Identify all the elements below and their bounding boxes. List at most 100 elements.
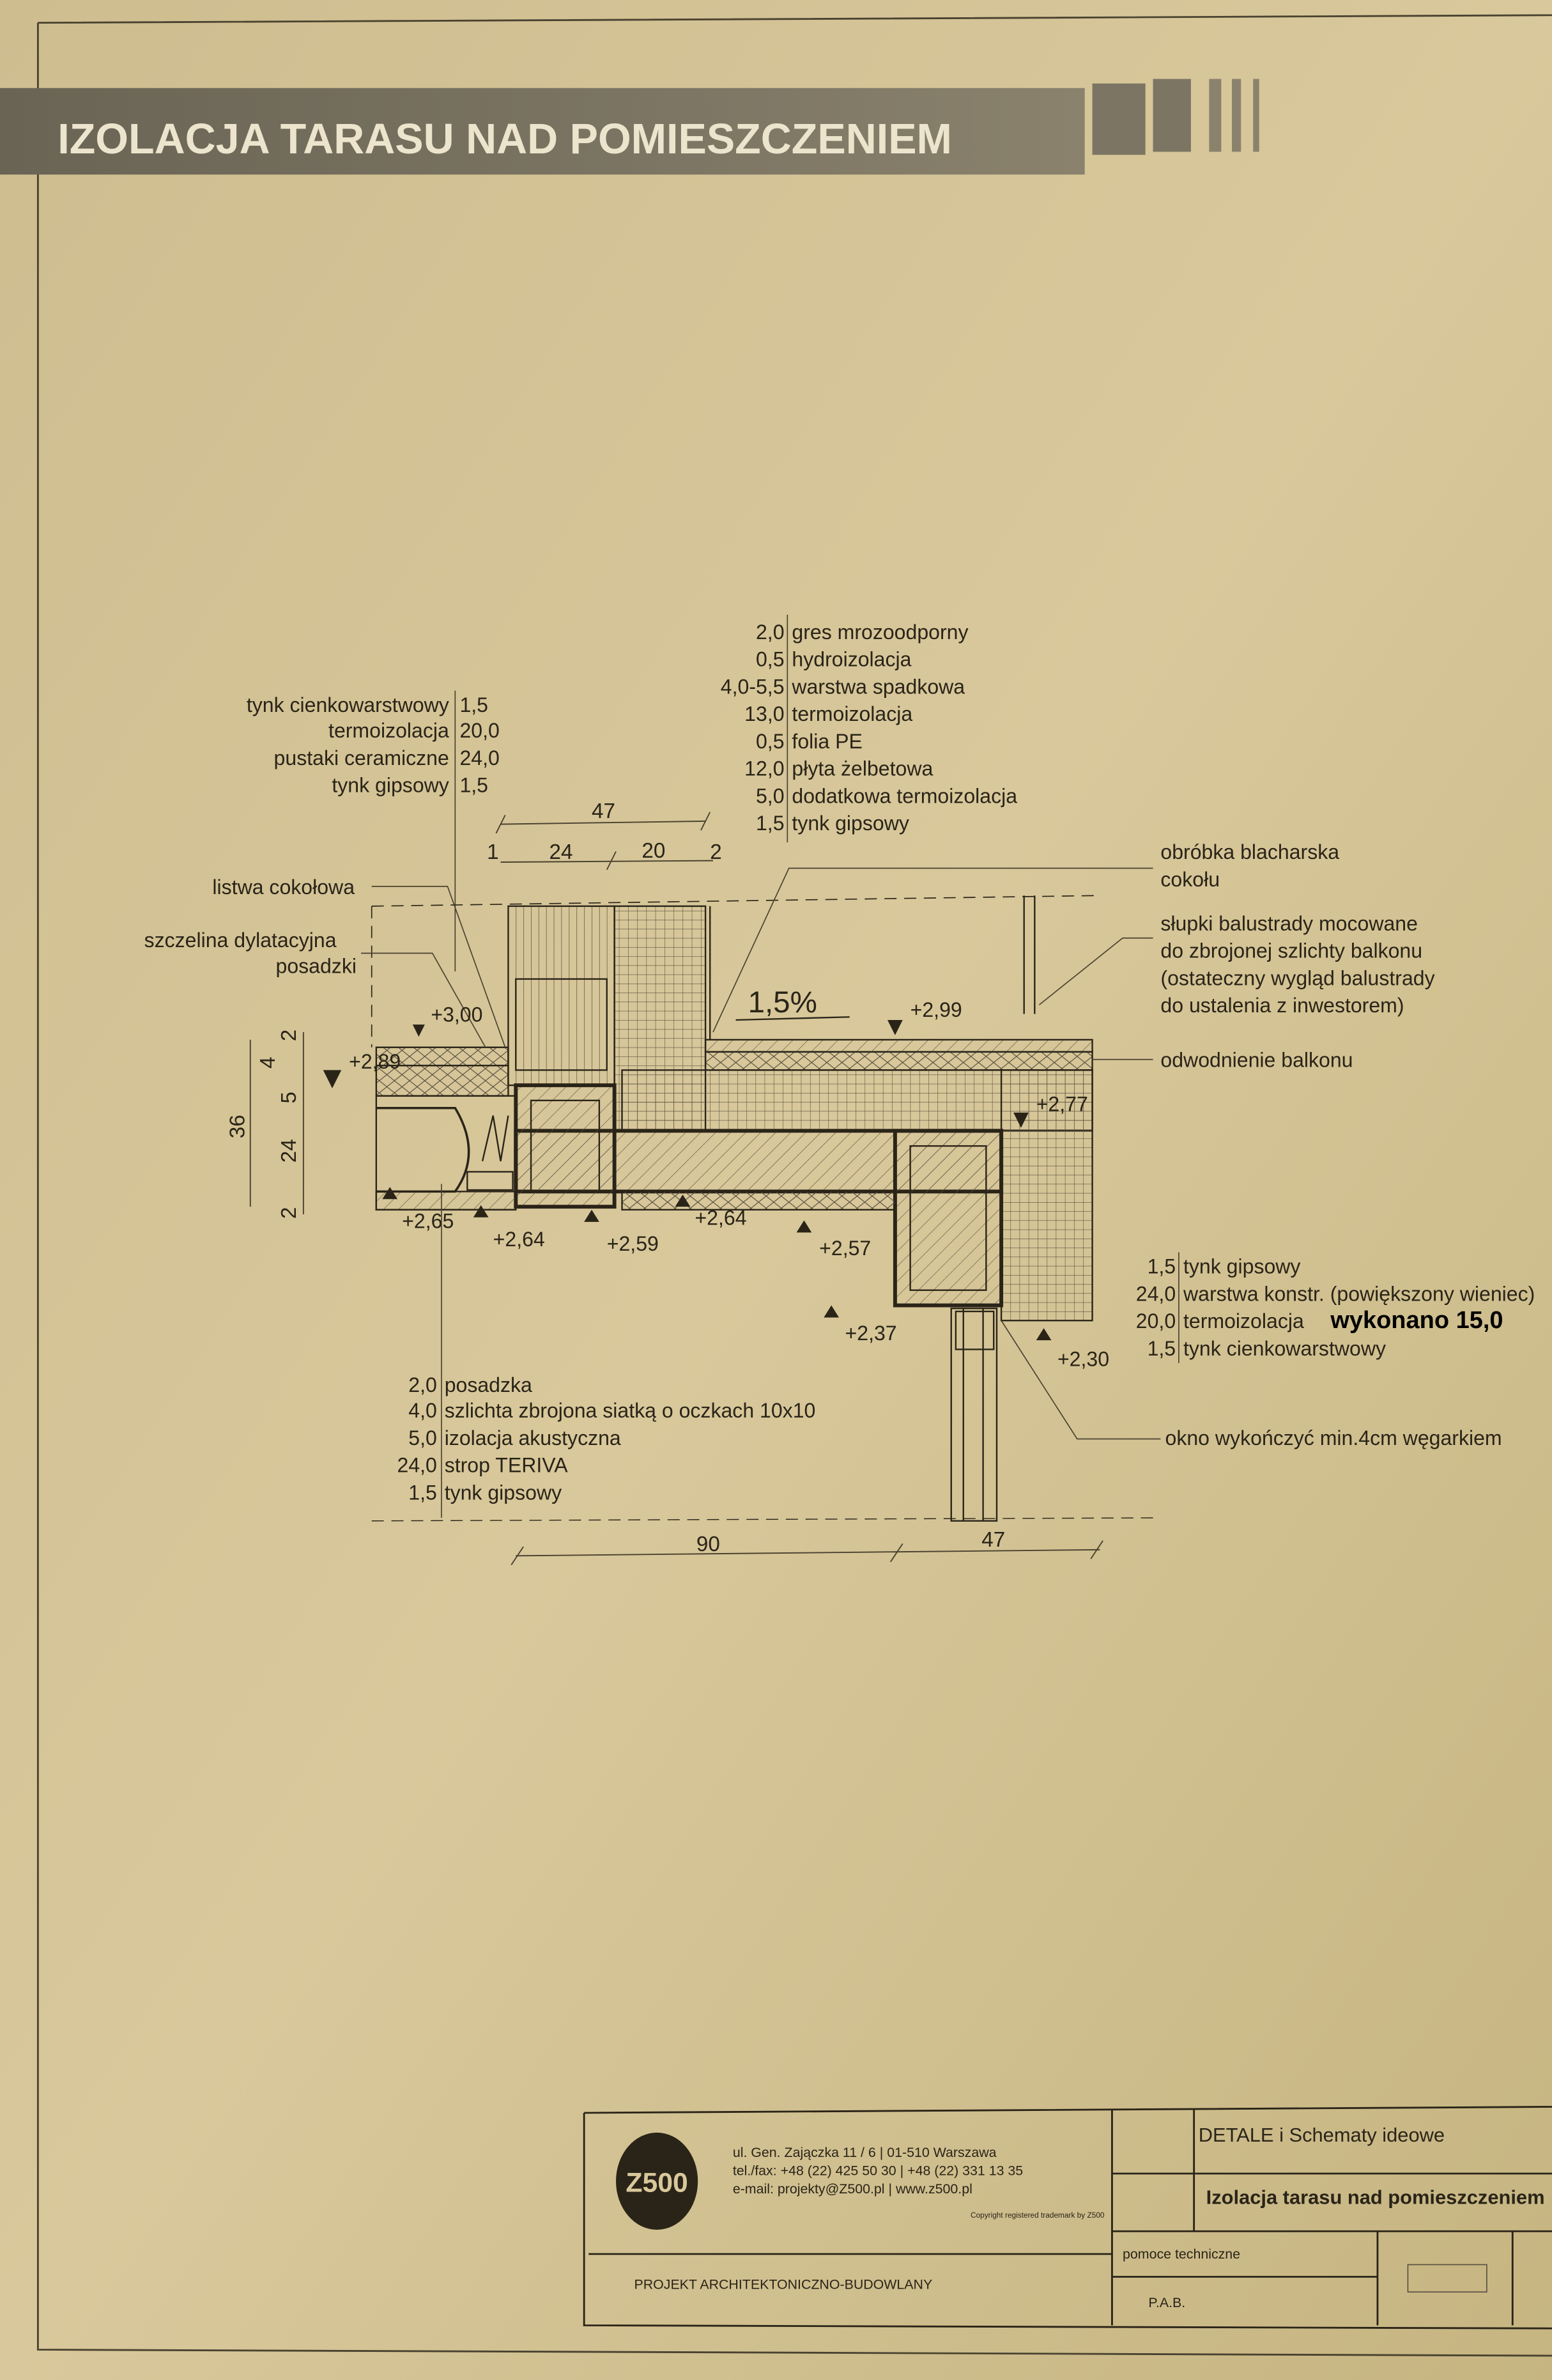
layer-name: izolacja akustyczna [445,1426,621,1449]
layer-name: posadzka [445,1373,532,1396]
layer-name: szlichta zbrojona siatką o oczkach 10x10 [445,1399,816,1422]
project-type: PROJEKT ARCHITEKTONICZNO-BUDOWLANY [634,2276,932,2292]
layer-value: 12,0 [744,757,784,780]
layer-value: 4,0 [408,1399,437,1422]
layer-name: strop TERIVA [445,1454,569,1477]
layer-value: 1,5 [459,774,488,797]
layer-name: tynk cienkowarstwowy [247,693,449,716]
callout-slupki: (ostateczny wygląd balustrady [1160,966,1434,989]
elevation-label: +2,65 [402,1209,454,1232]
layer-name: gres mrozoodporny [792,621,968,644]
layer-name: warstwa konstr. (powiększony wieniec) [1183,1282,1535,1305]
callout-slupki: słupki balustrady mocowane [1160,912,1418,935]
page-title: IZOLACJA TARASU NAD POMIESZCZENIEM [58,116,952,163]
callout-odwodnienie: odwodnienie balkonu [1160,1049,1353,1072]
dimension-label: 47 [981,1528,1005,1552]
layer-value: 1,5 [408,1481,437,1504]
callouts: listwa cokołowa szczelina dylatacyjna po… [144,840,1502,1449]
section-drawing [371,895,1153,1522]
callout-obrobka: cokołu [1160,868,1220,891]
layer-name: hydroizolacja [792,648,911,671]
callout-slupki: do ustalenia z inwestorem) [1160,994,1404,1017]
layer-value: 13,0 [744,702,784,725]
callout-okno: okno wykończyć min.4cm węgarkiem [1165,1426,1502,1449]
layer-name: tynk gipsowy [1183,1255,1300,1278]
title-banner: IZOLACJA TARASU NAD POMIESZCZENIEM [0,79,1259,175]
layer-name: płyta żelbetowa [792,757,933,780]
title-block: Z500 ul. Gen. Zajączka 11 / 6 | 01-510 W… [583,2106,1552,2330]
callout-obrobka: obróbka blacharska [1160,840,1339,863]
beam-layers-legend: 1,5 tynk gipsowy 24,0 warstwa konstr. (p… [1136,1252,1535,1363]
annotation-note: wykonano 15,0 [1330,1307,1503,1334]
floor-layers-legend: 2,0 posadzka 4,0 szlichta zbrojona siatk… [397,1184,815,1518]
copyright: Copyright registered trademark by Z500 [971,2211,1105,2220]
author: P.A.B. [1148,2295,1185,2310]
layer-value: 2,0 [756,621,785,644]
elevation-marks: +3,00 +2,89 +2,99 +2,77 +2,65 +2,64 +2,5… [323,998,1109,1371]
layer-name: folia PE [792,730,862,753]
layer-value: 1,5 [756,812,785,835]
layer-value: 24,0 [1136,1282,1176,1305]
dimension-label: 1 [487,840,498,864]
dimension-label: 90 [696,1533,720,1556]
dimension-label: 24 [277,1139,301,1163]
bottom-dimensions: 90 47 36 2 4 5 24 2 [226,1030,1103,1566]
layer-name: tynk gipsowy [445,1481,562,1504]
elevation-label: +2,64 [695,1207,746,1230]
elevation-label: +2,30 [1057,1347,1109,1370]
layer-name: tynk gipsowy [332,774,449,797]
dimension-label: 5 [277,1092,301,1103]
callout-listwa: listwa cokołowa [212,876,355,899]
layer-value: 20,0 [459,719,499,742]
layer-name: tynk cienkowarstwowy [1183,1337,1386,1360]
callout-szczelina: szczelina dylatacyjna [144,929,337,952]
address-line: ul. Gen. Zajączka 11 / 6 | 01-510 Warsza… [733,2145,997,2160]
layer-name: termoizolacja [792,702,912,725]
elevation-label: +2,64 [493,1228,545,1251]
layer-value: 1,5 [1148,1337,1176,1360]
layer-value: 20,0 [1136,1310,1176,1333]
sheet-border [36,14,1552,2357]
dimension-label: 20 [642,839,665,863]
wall-layers-legend: tynk cienkowarstwowy 1,5 termoizolacja 2… [247,690,500,971]
dimension-label: 4 [256,1057,280,1069]
address-line: tel./fax: +48 (22) 425 50 30 | +48 (22) … [733,2163,1023,2178]
elevation-label: +3,00 [431,1003,482,1026]
callout-slupki: do zbrojonej szlichty balkonu [1160,939,1422,962]
layer-name: tynk gipsowy [792,812,909,835]
layer-value: 4,0-5,5 [721,675,785,698]
category: pomoce techniczne [1123,2246,1240,2262]
elevation-label: +2,99 [910,998,962,1021]
elevation-label: +2,89 [349,1050,401,1073]
dimension-label: 2 [277,1030,301,1041]
elevation-label: +2,37 [845,1322,897,1345]
dimension-label: 36 [226,1115,249,1138]
layer-value: 24,0 [459,746,499,769]
layer-name: termoizolacja [328,719,449,742]
layer-value: 24,0 [397,1454,436,1477]
layer-value: 2,0 [408,1373,437,1396]
layer-value: 5,0 [756,784,785,807]
terrace-layers-legend: 2,0 gres mrozoodporny 0,5 hydroizolacja … [721,614,1017,843]
logo-text: Z500 [626,2167,688,2198]
layer-value: 1,5 [459,693,488,716]
layer-value: 5,0 [408,1426,437,1449]
elevation-label: +2,77 [1036,1092,1088,1115]
slope-label: 1,5% [748,985,817,1019]
callout-szczelina: posadzki [276,954,357,977]
top-dimensions: 47 1 24 20 2 [487,800,722,870]
elevation-label: +2,59 [607,1232,659,1255]
z500-logo [616,2132,698,2230]
layer-value: 0,5 [756,730,785,753]
dimension-label: 47 [592,800,615,823]
layer-name: dodatkowa termoizolacja [792,784,1017,807]
section-name: DETALE i Schematy ideowe [1199,2124,1445,2146]
layer-value: 0,5 [756,648,785,671]
dimension-label: 2 [277,1207,301,1219]
dimension-label: 2 [710,840,721,864]
elevation-label: +2,57 [819,1237,871,1260]
layer-name: warstwa spadkowa [791,675,965,698]
layer-name: pustaki ceramiczne [274,746,449,769]
address-line: e-mail: projekty@Z500.pl | www.z500.pl [733,2181,972,2197]
